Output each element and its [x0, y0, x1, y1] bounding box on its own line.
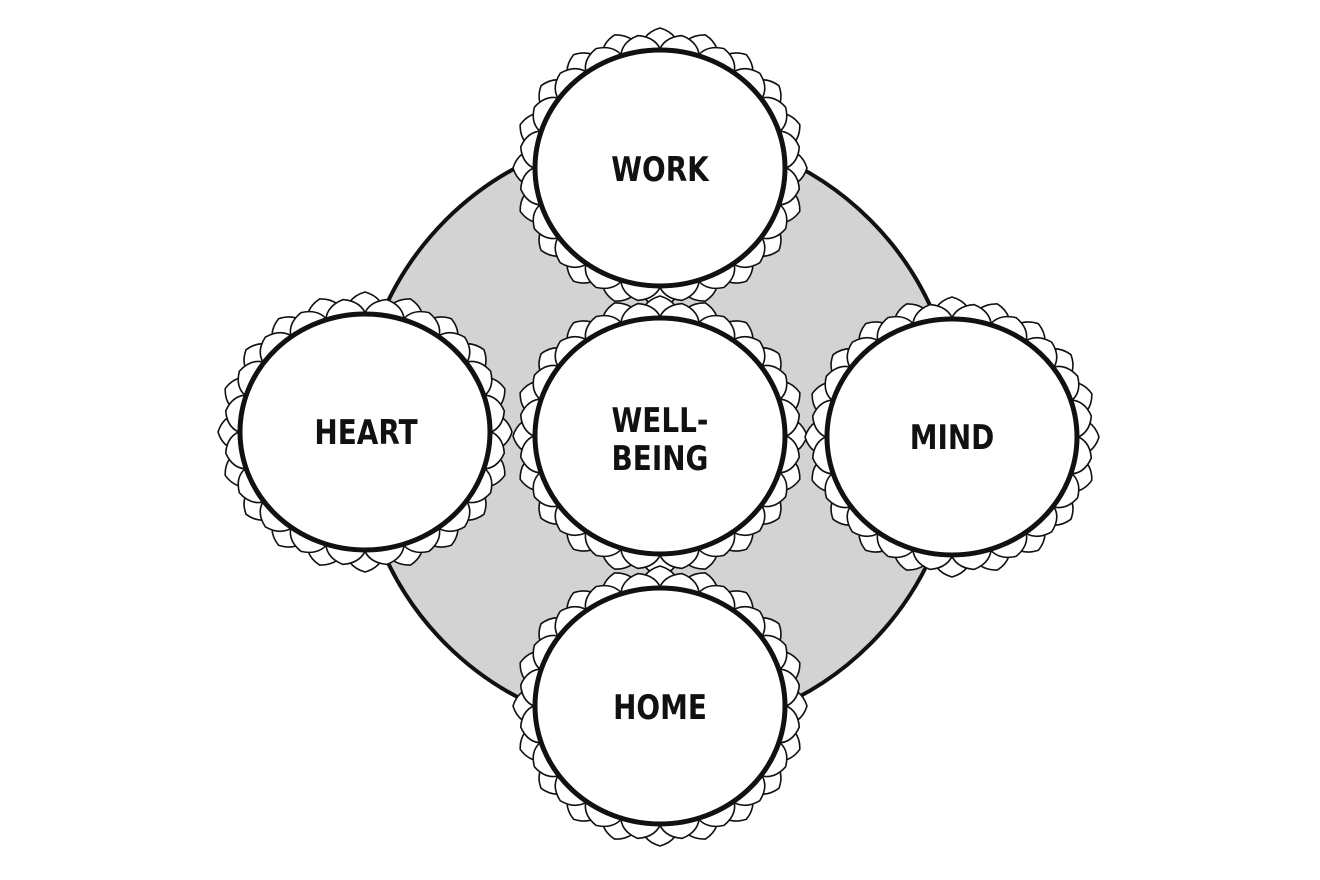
- node-label-mind: MIND: [909, 418, 995, 458]
- node-circle: [237, 311, 493, 553]
- node-circle: [824, 316, 1080, 558]
- node-work: [512, 27, 808, 309]
- node-label-home: HOME: [613, 688, 707, 728]
- node-home: [512, 565, 808, 847]
- node-circle: [532, 47, 788, 289]
- node-mind: [804, 296, 1100, 578]
- node-wellbeing: [512, 295, 808, 577]
- node-label-wellbeing: WELL- BEING: [611, 401, 709, 479]
- node-heart: [217, 291, 513, 573]
- node-circle: [532, 585, 788, 827]
- node-label-work: WORK: [611, 150, 709, 190]
- node-label-heart: HEART: [314, 413, 418, 453]
- node-circle: [532, 315, 788, 557]
